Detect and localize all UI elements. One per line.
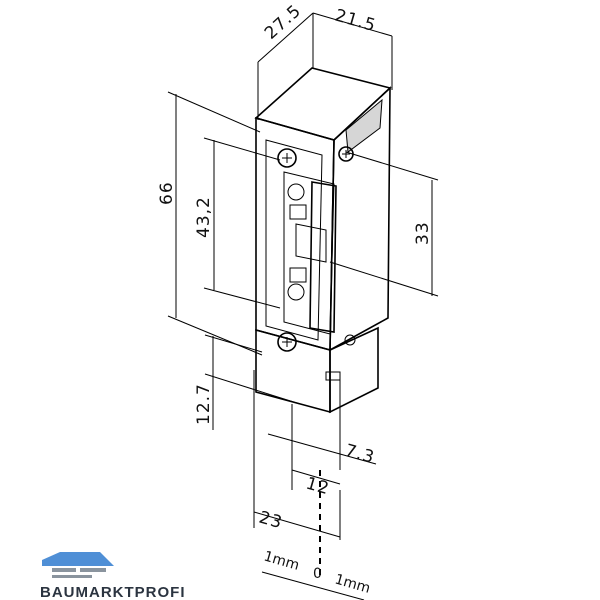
foot-side xyxy=(329,326,379,414)
width-label: 21.5 xyxy=(333,6,379,37)
door-opener-body xyxy=(254,67,392,414)
base-width-label: 23 xyxy=(257,508,285,534)
dimension-adjustment: 1mm 0 1mm xyxy=(261,548,372,600)
latch-width-label: 12 xyxy=(304,474,332,500)
brand-name: BAUMARKTPROFI xyxy=(40,584,186,600)
height-label: 66 xyxy=(157,181,177,205)
roller-bottom xyxy=(287,283,305,301)
screw-spacing-label: 33 xyxy=(413,221,433,245)
foot-height-label: 12.7 xyxy=(194,383,214,425)
roller-guide-top xyxy=(289,204,307,220)
dimension-width: 21.5 xyxy=(312,6,393,90)
dimension-screw-spacing: 33 xyxy=(329,151,439,297)
latch-channel xyxy=(283,171,335,335)
foot-front xyxy=(255,328,331,414)
dimension-offset: 7.3 xyxy=(267,380,377,470)
screw-side-icon xyxy=(338,146,354,162)
front-plate xyxy=(265,139,323,341)
depth-label: 27.5 xyxy=(261,1,305,44)
foot-notch xyxy=(325,371,341,381)
offset-label: 7.3 xyxy=(343,441,377,469)
dimension-plate-height: 43,2 xyxy=(194,137,281,309)
brand-logo: BAUMARKTPROFI xyxy=(40,552,186,600)
logo-roof-icon xyxy=(42,552,114,566)
dimension-height: 66 xyxy=(157,91,263,356)
side-shade xyxy=(345,98,383,153)
screw-bottom-icon xyxy=(277,332,297,352)
roller-top xyxy=(287,183,305,201)
dimension-depth: 27.5 xyxy=(257,1,314,120)
foot-hole xyxy=(344,334,356,346)
latch-bolt xyxy=(309,181,337,333)
adjust-zero-label: 0 xyxy=(313,566,322,582)
screw-top-icon xyxy=(277,148,297,168)
roller-guide-bottom xyxy=(289,267,307,283)
plate-height-label: 43,2 xyxy=(194,196,214,238)
latch-tongue xyxy=(295,223,327,263)
adjust-left-label: 1mm xyxy=(262,548,301,573)
